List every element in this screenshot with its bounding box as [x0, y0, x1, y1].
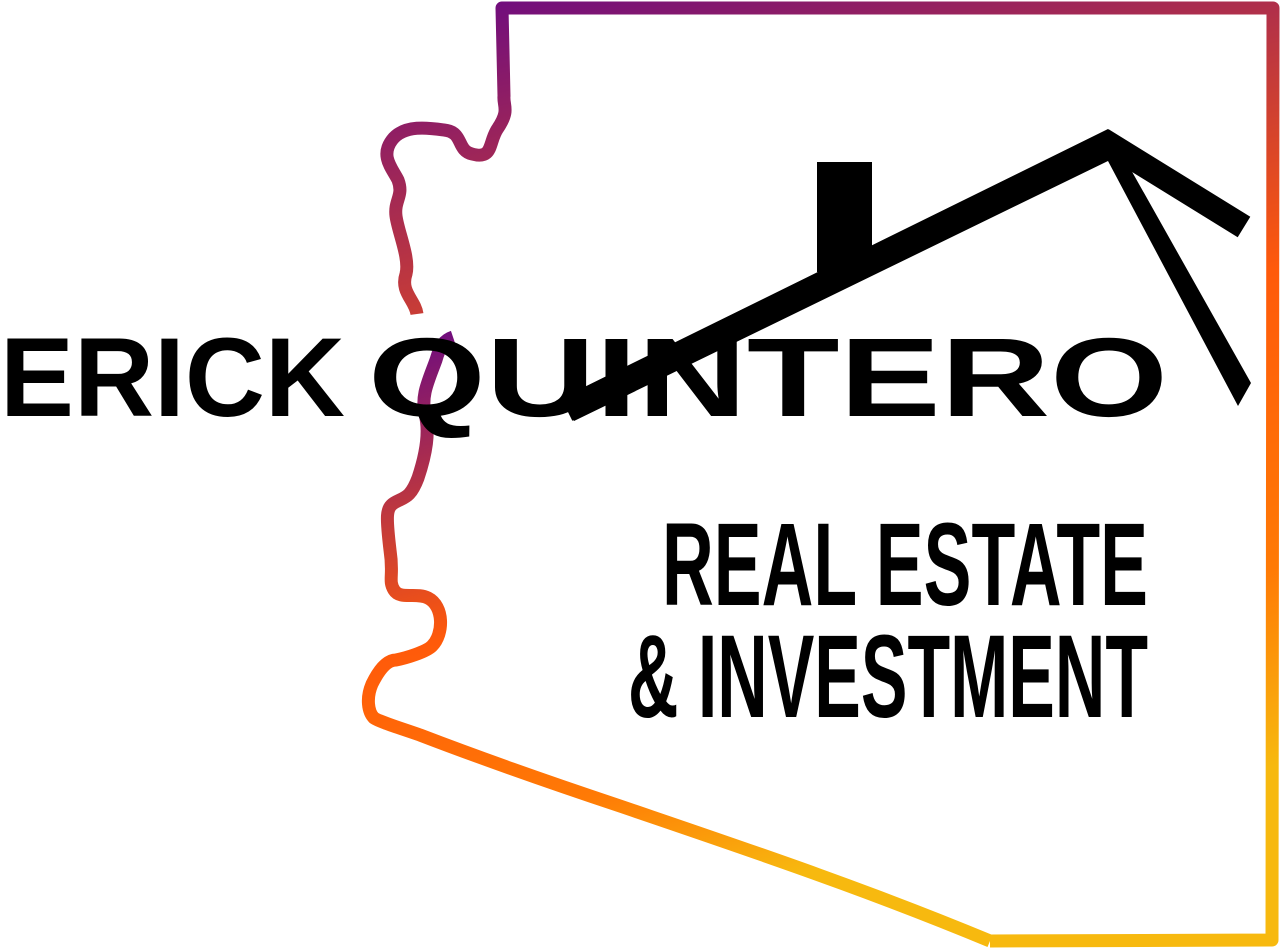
tagline-investment: & INVESTMENT	[628, 611, 1148, 743]
roof	[560, 129, 1251, 421]
brand-name-last: QUINTERO	[368, 315, 1168, 440]
tagline-real-estate: REAL ESTATE	[662, 499, 1148, 631]
brand-name-first: ERICK	[0, 315, 345, 440]
state-outline-lower	[361, 330, 993, 948]
state-outline-upper	[380, 1, 1280, 948]
